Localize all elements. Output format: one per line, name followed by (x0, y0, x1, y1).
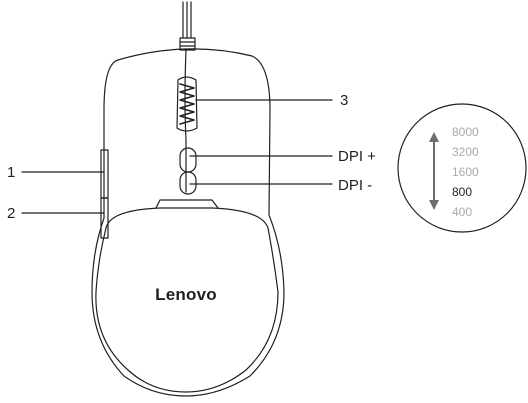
dpi-minus-button (179, 171, 197, 195)
callout-side-front: 1 (7, 164, 15, 181)
dpi-buttons (179, 147, 197, 195)
double-arrow-icon (429, 132, 439, 210)
callout-dpi-plus: DPI + (338, 148, 376, 165)
callout-dpi-minus: DPI - (338, 177, 372, 194)
shell-ridge (155, 199, 219, 209)
left-button-split (184, 49, 187, 193)
dpi-option-8000: 8000 (452, 125, 479, 139)
callout-side-back: 2 (7, 205, 15, 222)
dpi-circle (397, 103, 527, 233)
dpi-option-800: 800 (452, 185, 472, 199)
dpi-plus-button (179, 147, 197, 173)
side-button-back (100, 197, 109, 239)
scroll-wheel (176, 76, 198, 132)
mouse-body (91, 48, 285, 397)
dpi-option-1600: 1600 (452, 165, 479, 179)
mouse-cable (179, 1, 196, 51)
palm-shell-seam (95, 207, 279, 393)
brand-logo-text: Lenovo (155, 285, 217, 304)
side-buttons (100, 149, 109, 239)
dpi-option-3200: 3200 (452, 145, 479, 159)
dpi-option-400: 400 (452, 205, 472, 219)
callout-scroll-wheel: 3 (340, 92, 348, 109)
